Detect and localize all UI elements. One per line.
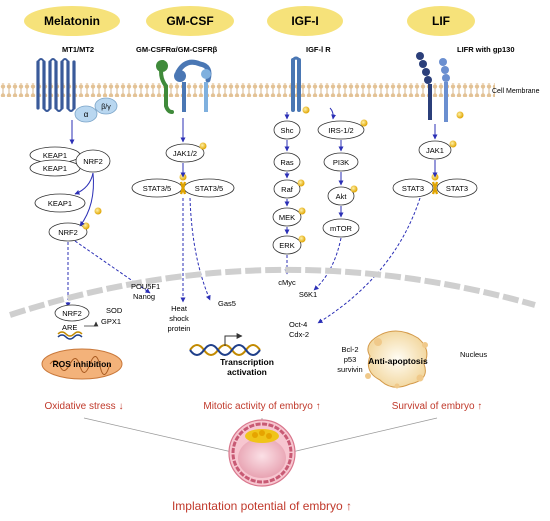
gpx1-label: GPX1: [101, 317, 121, 326]
receptor-label-igf: IGF-Ⅰ R: [306, 45, 331, 54]
stat3-dimer: STAT3 STAT3: [392, 173, 478, 198]
gmcsf-title-text: GM-CSF: [166, 14, 213, 28]
bcl2-label: Bcl-2: [341, 345, 358, 354]
gas5-label: Gas5: [218, 299, 236, 308]
dashed-arrows: [65, 197, 421, 324]
phospho-dot: [199, 142, 207, 150]
nrf2-are-block: NRF2 ARE SOD GPX1: [54, 304, 123, 340]
igf-receptor: [291, 56, 301, 112]
cmyc-label: cMyc: [278, 278, 296, 287]
cdx2-label: Cdx-2: [289, 330, 309, 339]
lif-title-text: LIF: [432, 14, 450, 28]
oct4-label: Oct-4: [289, 320, 307, 329]
nrf2-free: NRF2: [58, 228, 78, 237]
nrf2-nuclear: NRF2: [62, 309, 82, 318]
phospho-dot: [350, 185, 358, 193]
lif-receptor: [416, 52, 450, 122]
nucleus-label: Nucleus: [460, 350, 487, 359]
keap1-nrf2-complex: KEAP1 KEAP1 NRF2: [29, 146, 111, 177]
mt-receptor: [36, 58, 76, 112]
s6k1-label: S6K1: [299, 290, 317, 299]
are-label: ARE: [62, 323, 77, 332]
stat35-dimer: STAT3/5 STAT3/5: [131, 173, 235, 198]
nuclear-envelope: [9, 266, 536, 318]
erk-label: ERK: [279, 241, 294, 250]
phospho-dot: [360, 119, 368, 127]
stat3-right: STAT3: [446, 184, 468, 193]
pou5f1-label: POU5F1: [131, 282, 160, 291]
mitochondrion-icon: ROS inhibition: [41, 348, 123, 380]
transcription-label-1: Transcription: [220, 357, 274, 367]
outcome-mitotic: Mitotic activity of embryo ↑: [203, 401, 320, 412]
outcome-survival: Survival of embryo ↑: [392, 401, 483, 412]
cell-membrane: [0, 83, 495, 97]
nrf2-free-node: NRF2: [48, 222, 90, 242]
mek-label: MEK: [279, 213, 295, 222]
title-lif: LIF: [407, 6, 475, 36]
phospho-dot: [456, 111, 464, 119]
protein-label: protein: [168, 324, 191, 333]
g-protein: α β/γ: [74, 97, 118, 123]
shc-label: Shc: [281, 126, 294, 135]
stat35-left: STAT3/5: [143, 184, 171, 193]
anti-apoptosis-label: Anti-apoptosis: [368, 356, 428, 366]
p53-label: p53: [344, 355, 357, 364]
receptor-label-lif: LIFR with gp130: [457, 45, 515, 54]
g-alpha-label: α: [84, 110, 89, 119]
stat35-right: STAT3/5: [195, 184, 223, 193]
phospho-dot: [449, 140, 457, 148]
pi3k-label: PI3K: [333, 158, 349, 167]
jak12-node: JAK1/2: [165, 142, 207, 163]
raf-label: Raf: [281, 185, 294, 194]
signaling-arrows: [69, 107, 438, 235]
ras-label: Ras: [280, 158, 294, 167]
igf-pi3k-branch: IRS-1/2 PI3K Akt mTOR: [317, 119, 368, 238]
dna-helix-icon: [189, 333, 261, 356]
title-igf: IGF-I: [267, 6, 343, 36]
embryo-icon: [228, 419, 296, 487]
sod-label: SOD: [106, 306, 123, 315]
phospho-dot: [297, 179, 305, 187]
akt-label: Akt: [336, 192, 348, 201]
phospho-dot: [298, 207, 306, 215]
receptor-label-gmcsf: GM-CSFRα/GM-CSFRβ: [136, 45, 218, 54]
jak12-label: JAK1/2: [173, 149, 197, 158]
phospho-dot: [94, 207, 102, 215]
outcome-implantation: Implantation potential of embryo ↑: [172, 499, 352, 513]
nanog-label: Nanog: [133, 292, 155, 301]
igf-title-text: IGF-I: [291, 14, 318, 28]
nrf2-bound: NRF2: [83, 157, 103, 166]
transcription-label-2: activation: [227, 367, 267, 377]
outcome-oxidative: Oxidative stress ↓: [45, 401, 124, 412]
phospho-dot: [298, 235, 306, 243]
jak1-label: JAK1: [426, 146, 444, 155]
stat3-left: STAT3: [402, 184, 424, 193]
cell-membrane-label: Cell Membrane: [492, 88, 540, 95]
survivin-label: survivin: [337, 365, 362, 374]
phospho-dot: [302, 106, 310, 114]
gmcsf-receptor: [156, 59, 212, 114]
title-gmcsf: GM-CSF: [146, 6, 234, 36]
keap1-b: KEAP1: [43, 164, 67, 173]
g-betagamma-label: β/γ: [101, 104, 111, 111]
title-melatonin: Melatonin: [24, 6, 120, 36]
phospho-dot: [82, 222, 90, 230]
receptor-label-mt: MT1/MT2: [62, 45, 94, 54]
apoptotic-cell-icon: Anti-apoptosis: [365, 330, 428, 389]
irs-label: IRS-1/2: [328, 126, 353, 135]
jak1-node: JAK1: [418, 140, 457, 160]
keap1-a: KEAP1: [43, 151, 67, 160]
shock-label: shock: [169, 314, 189, 323]
keap1-free: KEAP1: [48, 199, 72, 208]
melatonin-title-text: Melatonin: [44, 14, 100, 28]
heat-label: Heat: [171, 304, 188, 313]
keap1-free-node: KEAP1: [34, 193, 86, 213]
ros-inhibition-label: ROS inhibition: [52, 359, 111, 369]
mtor-label: mTOR: [330, 224, 353, 233]
igf-ras-branch: Shc Ras Raf MEK ERK: [272, 120, 306, 255]
